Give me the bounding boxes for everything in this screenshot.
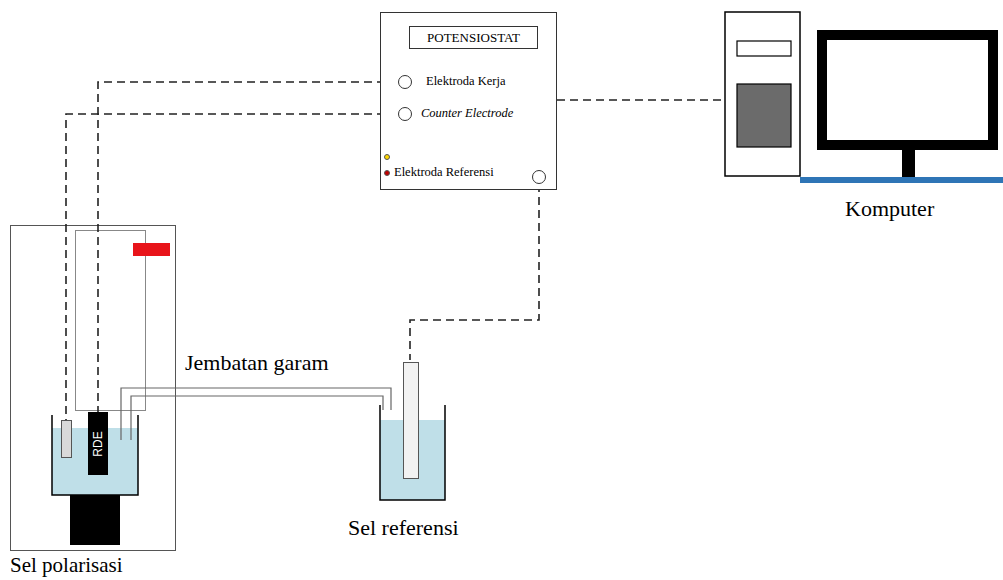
part-label: Jembatan garam <box>185 350 329 376</box>
monitor-stand <box>902 150 915 178</box>
cell-label: Sel referensi <box>348 515 459 541</box>
potentiostat-box: POTENSIOSTAT Elektroda KerjaCounter Elect… <box>380 12 557 190</box>
indicator-lamp <box>133 243 170 256</box>
counter-electrode <box>62 421 72 458</box>
indicator-dot <box>384 170 390 176</box>
stirrer-base <box>70 495 120 545</box>
indicator-dot <box>384 154 390 160</box>
rotator-shaft <box>76 231 146 411</box>
salt-bridge <box>121 388 391 440</box>
reference-cell: Sel referensi <box>345 360 505 550</box>
terminal-socket <box>398 107 412 121</box>
cell-label: Sel polarisasi <box>10 553 123 578</box>
cable-connector <box>98 82 398 412</box>
computer: Komputer <box>725 10 1003 225</box>
cable-connector <box>66 114 398 420</box>
polarisation-cell: Sel polarisasi RDE <box>10 225 175 580</box>
reference-electrode <box>404 363 419 479</box>
electrode-label: RDE <box>91 431 105 456</box>
terminal-label: Elektroda Referensi <box>394 165 494 180</box>
desk-bar <box>800 177 1003 183</box>
tower-panel <box>737 84 791 147</box>
computer-tower <box>725 12 800 176</box>
cable-connector <box>410 184 539 360</box>
rotating-disk-electrode: RDE <box>88 412 108 475</box>
salt-bridge <box>131 396 383 440</box>
device-title: POTENSIOSTAT <box>409 26 538 49</box>
terminal-label: Counter Electrode <box>421 106 513 121</box>
computer-label: Komputer <box>845 196 934 222</box>
monitor <box>822 35 993 145</box>
terminal-socket <box>532 170 546 184</box>
terminal-label: Elektroda Kerja <box>426 74 505 89</box>
drive-bay <box>737 41 791 56</box>
cable-connector <box>557 99 725 101</box>
terminal-socket <box>398 75 412 89</box>
